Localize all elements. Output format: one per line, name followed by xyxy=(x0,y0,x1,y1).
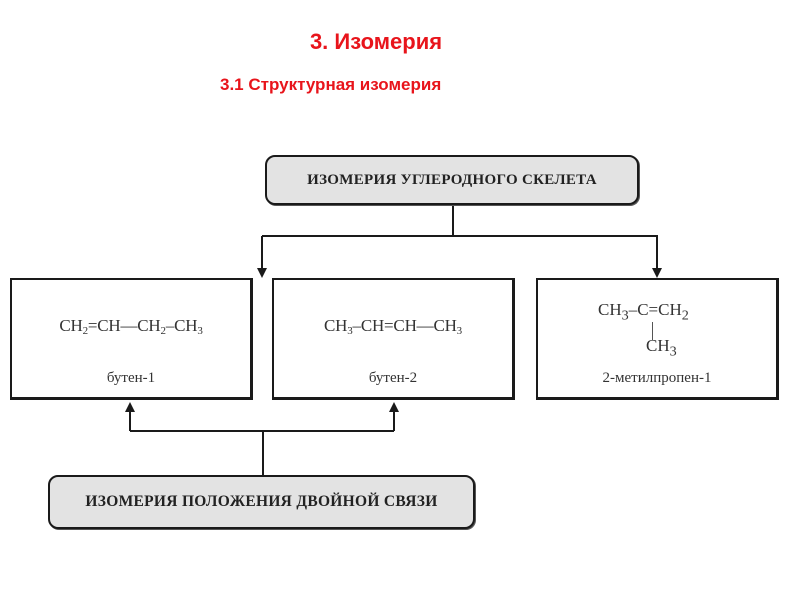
slide-title: 3. Изомерия xyxy=(309,29,443,54)
structural-formula-main-chain: CH3–C=CH2 xyxy=(598,300,689,324)
structural-formula-branch: CH3 xyxy=(646,336,677,360)
slide-subtitle: 3.1 Структурная изомерия xyxy=(220,75,442,94)
subscript: 3 xyxy=(669,343,677,360)
compound-name: бутен-2 xyxy=(368,370,418,386)
subscript: 3 xyxy=(621,307,629,324)
subscript: 3 xyxy=(347,325,353,337)
isomer-box-methylpropene: CH3–C=CH2 CH3 2-метилпропен-1 xyxy=(536,278,779,400)
category-double-bond-position-isomerism: ИЗОМЕРИЯ ПОЛОЖЕНИЯ ДВОЙНОЙ СВЯЗИ xyxy=(48,475,475,529)
arrowhead-to-butene-2 xyxy=(389,402,399,412)
subscript: 2 xyxy=(681,307,689,324)
isomer-box-butene-1: CH2=CH—CH2–CH3 бутен-1 xyxy=(10,278,253,400)
subscript: 3 xyxy=(197,325,203,337)
compound-name: бутен-1 xyxy=(106,370,156,386)
isomer-box-butene-2: CH3–CH=CH—CH3 бутен-2 xyxy=(272,278,515,400)
subscript: 2 xyxy=(160,325,167,337)
branch-bond xyxy=(652,322,653,340)
subscript: 2 xyxy=(82,325,89,337)
arrowhead-to-butene-1 xyxy=(125,402,135,412)
category-skeleton-isomerism: ИЗОМЕРИЯ УГЛЕРОДНОГО СКЕЛЕТА xyxy=(265,155,639,205)
compound-name: 2-метилпропен-1 xyxy=(602,370,712,386)
arrowhead-to-methylpropene xyxy=(652,268,662,278)
subscript: 3 xyxy=(456,325,463,337)
arrowhead-to-butenes xyxy=(257,268,267,278)
structural-formula: CH2=CH—CH2–CH3 xyxy=(59,316,203,337)
structural-formula: CH3–CH=CH—CH3 xyxy=(324,316,463,337)
